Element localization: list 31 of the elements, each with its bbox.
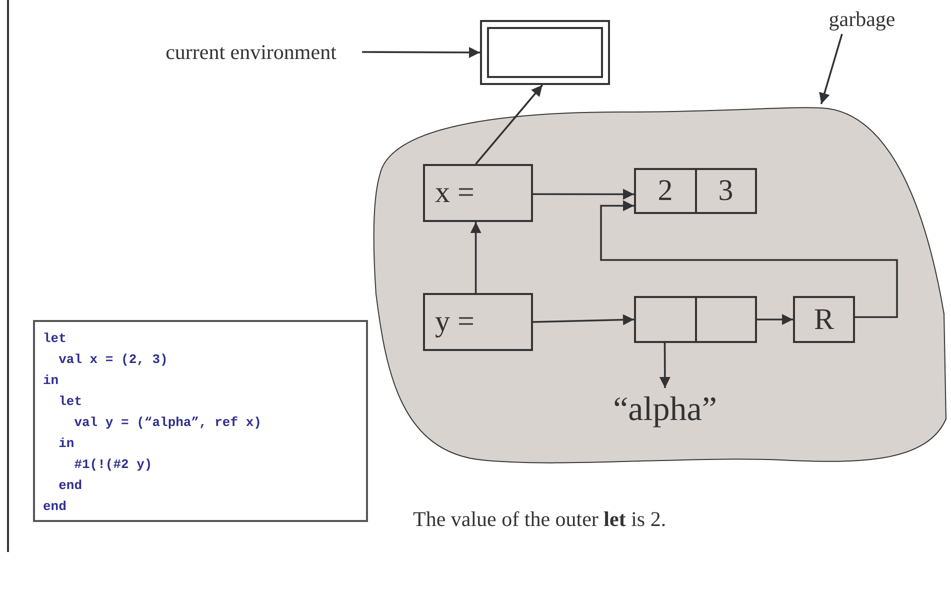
code-panel [33,320,368,522]
code-line: in [58,435,76,453]
value-cell-text: 2 [656,173,674,209]
code-line: end [43,498,68,516]
value-cell: 3 [694,170,755,212]
leader-arrow [819,34,843,104]
pointer-label: current environment [140,38,362,66]
code-line: val y = (“alpha”, ref x) [73,414,262,432]
note-text: The value of the outer let is 2. [413,507,666,532]
arrow [362,46,480,58]
environment-box [480,20,610,85]
arrow [757,314,793,325]
arrow [533,188,634,200]
arrow [470,222,482,293]
leader-label: garbage [812,4,912,34]
variable-box: x = [423,164,533,222]
ref-box: R [793,296,855,343]
code-line: end [58,477,84,495]
pair-box [634,168,757,214]
string-value: “alpha” [600,388,730,432]
code-line: val x = (2, 3) [58,351,169,369]
pair-box [634,296,757,343]
arrow [532,314,634,326]
code-line: #1(!(#2 y) [73,456,154,474]
code-line: let [58,393,84,411]
arrow [600,200,898,318]
arrow [475,84,544,165]
variable-box: y = [423,293,533,351]
arrow [659,343,670,388]
code-line: let [43,330,68,348]
code-line: in [43,372,60,390]
